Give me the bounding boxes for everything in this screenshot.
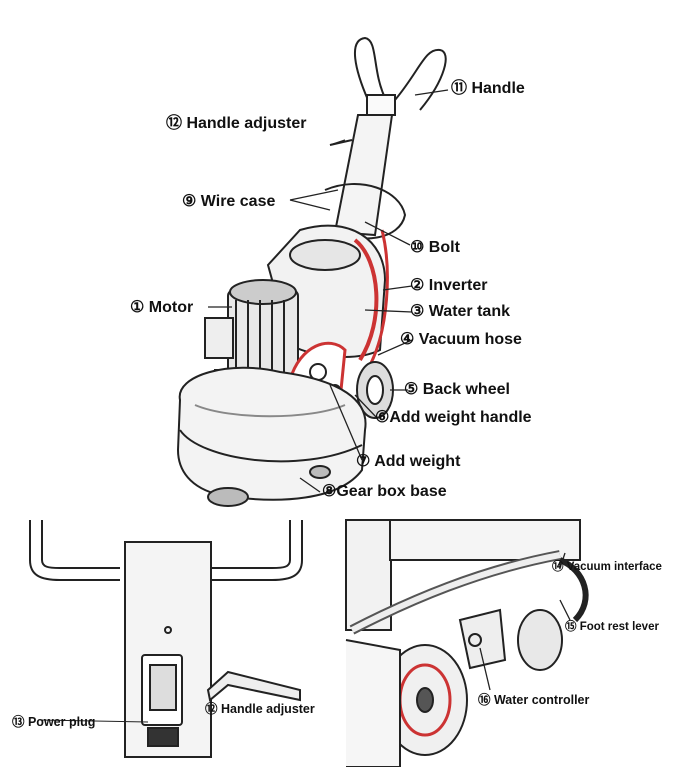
power-plug-detail-drawing <box>29 520 303 758</box>
leader-lines <box>208 89 571 691</box>
label-foot-rest-lever: ⑮ Foot rest lever <box>565 621 659 633</box>
label-motor: ① Motor <box>130 299 194 316</box>
label-vacuum-hose: ④ Vacuum hose <box>400 331 522 348</box>
handle-column-drawing <box>324 114 407 240</box>
label-wire-case: ⑨ Wire case <box>182 193 276 210</box>
label-add-weight-handle: ⑥Add weight handle <box>375 409 532 426</box>
label-back-wheel: ⑤ Back wheel <box>404 381 510 398</box>
main-handle-drawing <box>353 36 447 116</box>
label-vacuum-interface: ⑭ Vacuum interface <box>552 561 662 573</box>
label-water-tank: ③ Water tank <box>410 303 510 320</box>
label-power-plug: ⑬ Power plug <box>12 715 96 729</box>
label-handle-adjuster-detail: ⑫ Handle adjuster <box>205 702 315 716</box>
back-wheel-drawing <box>356 361 394 419</box>
label-add-weight: ⑦ Add weight <box>356 453 461 470</box>
gear-box-base-drawing <box>176 366 367 507</box>
label-handle: ⑪ Handle <box>451 80 525 97</box>
wheel-detail-drawing <box>345 519 589 767</box>
label-water-controller: ⑯ Water controller <box>478 693 590 707</box>
label-handle-adjuster: ⑫ Handle adjuster <box>166 115 307 132</box>
label-bolt: ⑩ Bolt <box>410 239 460 256</box>
label-inverter: ② Inverter <box>410 277 488 294</box>
label-gear-box-base: ⑧Gear box base <box>322 483 447 500</box>
